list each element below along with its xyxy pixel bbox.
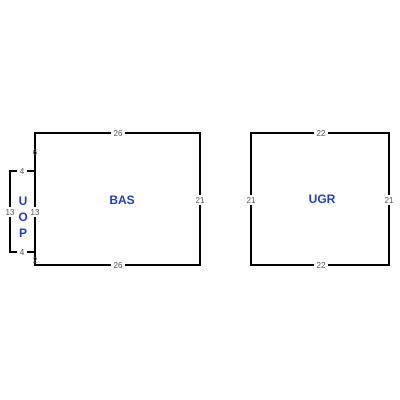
uop-label-letter-1: U	[19, 194, 28, 208]
ugr-room-label: UGR	[309, 192, 336, 206]
bas-left-lower-dimension: 2	[33, 256, 38, 265]
bas-top-dimension: 26	[114, 129, 123, 138]
bas-left-upper-dimension: 6	[33, 148, 38, 157]
bas-room-label: BAS	[109, 193, 134, 207]
bas-right-dimension: 21	[196, 196, 205, 205]
ugr-bottom-dimension: 22	[317, 261, 326, 270]
uop-label-letter-2: O	[18, 210, 27, 224]
room-ugr: 22 22 21 21 UGR	[246, 128, 394, 270]
uop-top-dimension: 4	[20, 167, 25, 176]
uop-label-letter-3: P	[19, 226, 27, 240]
ugr-left-dimension: 21	[247, 196, 256, 205]
bas-bottom-dimension: 26	[114, 261, 123, 270]
ugr-top-dimension: 22	[317, 129, 326, 138]
ugr-right-dimension: 21	[385, 196, 394, 205]
room-bas: 26 26 21 6 13 2 BAS	[30, 128, 205, 270]
bas-left-middle-dimension: 13	[31, 208, 40, 217]
room-uop: 4 4 13 U O P	[4, 166, 36, 257]
uop-bottom-dimension: 4	[20, 248, 25, 257]
uop-left-dimension: 13	[6, 208, 15, 217]
